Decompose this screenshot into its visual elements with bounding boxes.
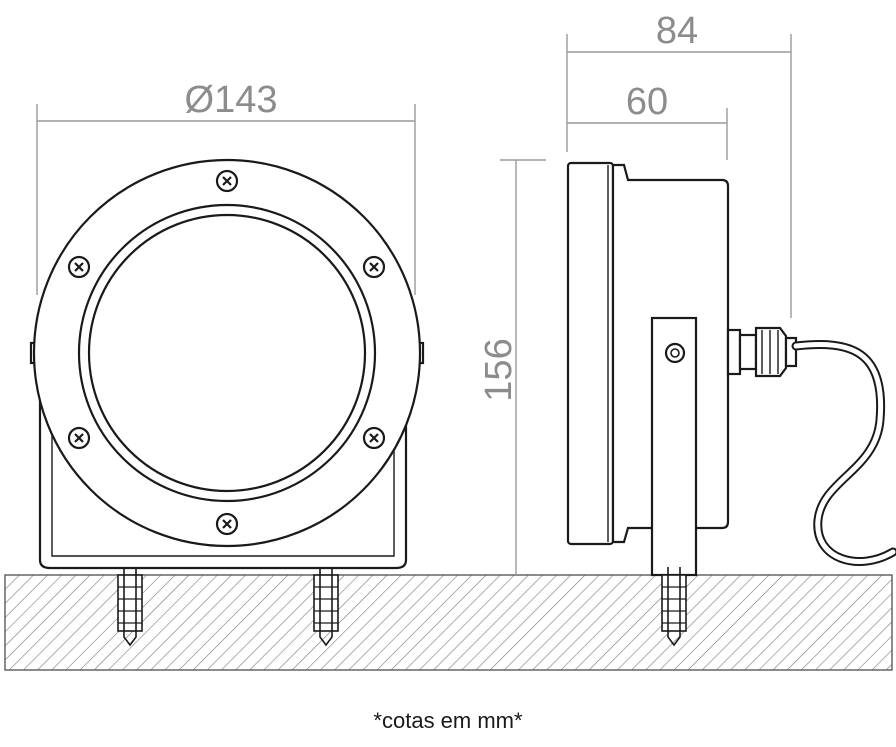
depth-total-dimension: 84 (566, 10, 792, 318)
screw-icon (67, 169, 386, 536)
front-view: Ø143 (29, 79, 425, 647)
side-bracket (650, 316, 698, 577)
diameter-label: Ø143 (185, 79, 278, 121)
side-view: 156 84 60 (478, 10, 896, 647)
diameter-dimension: Ø143 (36, 79, 416, 295)
ground-slab (4, 574, 893, 671)
anchor-icon (661, 567, 687, 647)
anchor-icon (117, 567, 339, 647)
lens (87, 213, 367, 493)
ring-profile (566, 161, 615, 546)
height-label: 156 (478, 338, 520, 401)
cable-gland-icon (726, 326, 798, 378)
pivot-screw-icon (664, 342, 686, 364)
power-cable (791, 340, 896, 566)
depth-total-label: 84 (656, 10, 698, 52)
depth-body-label: 60 (626, 81, 668, 123)
depth-body-dimension: 60 (567, 81, 728, 160)
height-dimension: 156 (478, 159, 546, 575)
units-note: *cotas em mm* (373, 708, 523, 733)
